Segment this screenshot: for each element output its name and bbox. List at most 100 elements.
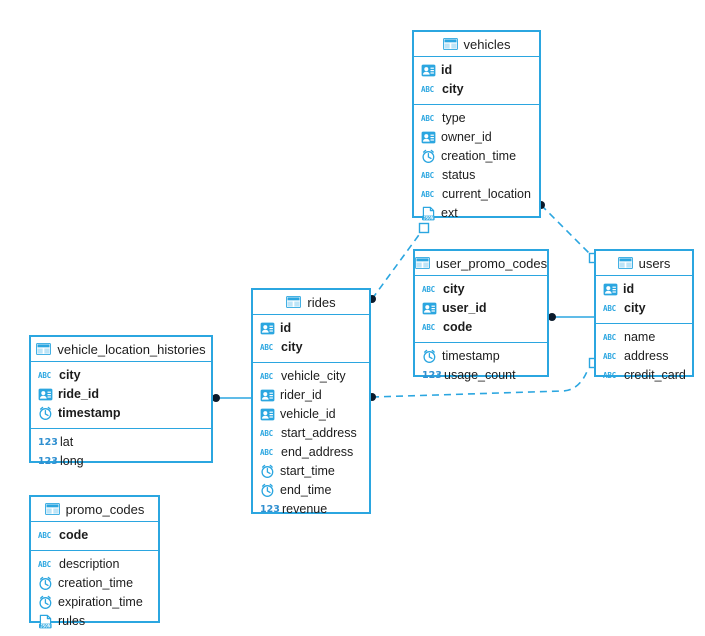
entity-header-user_promo_codes[interactable]: user_promo_codes <box>414 251 547 276</box>
table-icon <box>286 296 302 308</box>
field-label: city <box>624 301 646 316</box>
primary-key-icon <box>603 283 618 296</box>
field-label: owner_id <box>441 130 492 145</box>
entity-header-vehicle_location_histories[interactable]: vehicle_location_histories <box>31 337 211 362</box>
field-row[interactable]: id <box>253 319 369 338</box>
field-row[interactable]: id <box>596 280 692 299</box>
string-type-icon: ABC <box>260 343 273 352</box>
number-type-icon: 123 <box>38 437 58 448</box>
string-type-icon: ABC <box>603 352 616 361</box>
string-type-icon: ABC <box>421 171 434 180</box>
field-row[interactable]: timestamp <box>31 404 211 423</box>
field-row[interactable]: vehicle_id <box>253 405 369 424</box>
field-row[interactable]: ABC credit_card <box>596 366 692 385</box>
field-row[interactable]: timestamp <box>415 347 547 366</box>
json-icon: JSON <box>39 614 52 628</box>
string-type-icon: ABC <box>603 371 616 380</box>
field-label: start_address <box>281 426 357 441</box>
field-label: ext <box>441 206 458 221</box>
timestamp-icon <box>261 483 274 497</box>
field-label: city <box>59 368 81 383</box>
field-label: credit_card <box>624 368 686 383</box>
field-row[interactable]: id <box>414 61 539 80</box>
table-icon <box>36 343 52 355</box>
string-type-icon: ABC <box>421 85 434 94</box>
field-row[interactable]: owner_id <box>414 128 539 147</box>
number-type-icon: 123 <box>260 504 280 515</box>
entity-header-vehicles[interactable]: vehicles <box>414 32 539 57</box>
string-type-icon: ABC <box>422 323 435 332</box>
field-row[interactable]: creation_time <box>414 147 539 166</box>
field-row[interactable]: creation_time <box>31 574 158 593</box>
timestamp-icon <box>39 595 52 609</box>
field-row[interactable]: ABC start_address <box>253 424 369 443</box>
relationship-endpoint-dot <box>548 313 556 321</box>
field-label: address <box>624 349 669 364</box>
field-row[interactable]: ride_id <box>31 385 211 404</box>
entity-header-rides[interactable]: rides <box>253 290 369 315</box>
primary-key-icon <box>421 64 436 77</box>
svg-text:JSON: JSON <box>423 215 434 220</box>
field-label: timestamp <box>58 406 121 421</box>
timestamp-icon <box>39 406 52 420</box>
entity-header-promo_codes[interactable]: promo_codes <box>31 497 158 522</box>
field-label: status <box>442 168 476 183</box>
field-label: timestamp <box>442 349 500 364</box>
primary-key-icon <box>38 388 53 401</box>
string-type-icon: ABC <box>38 560 51 569</box>
table-icon <box>44 503 60 515</box>
field-label: id <box>280 321 292 336</box>
string-type-icon: ABC <box>260 429 273 438</box>
entity-header-users[interactable]: users <box>596 251 692 276</box>
timestamp-icon <box>422 149 435 163</box>
string-type-icon: ABC <box>421 190 434 199</box>
field-row[interactable]: rider_id <box>253 386 369 405</box>
field-row[interactable]: expiration_time <box>31 593 158 612</box>
relationship-vlh-rides[interactable] <box>212 394 251 402</box>
field-label: user_id <box>442 301 487 316</box>
field-label: city <box>443 282 465 297</box>
field-row[interactable]: end_time <box>253 481 369 500</box>
field-row[interactable]: user_id <box>415 299 547 318</box>
field-row[interactable]: ABC status <box>414 166 539 185</box>
field-label: id <box>623 282 635 297</box>
field-label: type <box>442 111 466 126</box>
relationship-upc-users[interactable] <box>548 313 594 321</box>
string-type-icon: ABC <box>603 333 616 342</box>
field-row[interactable]: ABC address <box>596 347 692 366</box>
primary-key-icon <box>422 302 437 315</box>
field-row[interactable]: JSON ext <box>414 204 539 223</box>
field-row[interactable]: start_time <box>253 462 369 481</box>
field-row[interactable]: ABC description <box>31 555 158 574</box>
string-type-icon: ABC <box>260 448 273 457</box>
field-label: description <box>59 557 120 572</box>
